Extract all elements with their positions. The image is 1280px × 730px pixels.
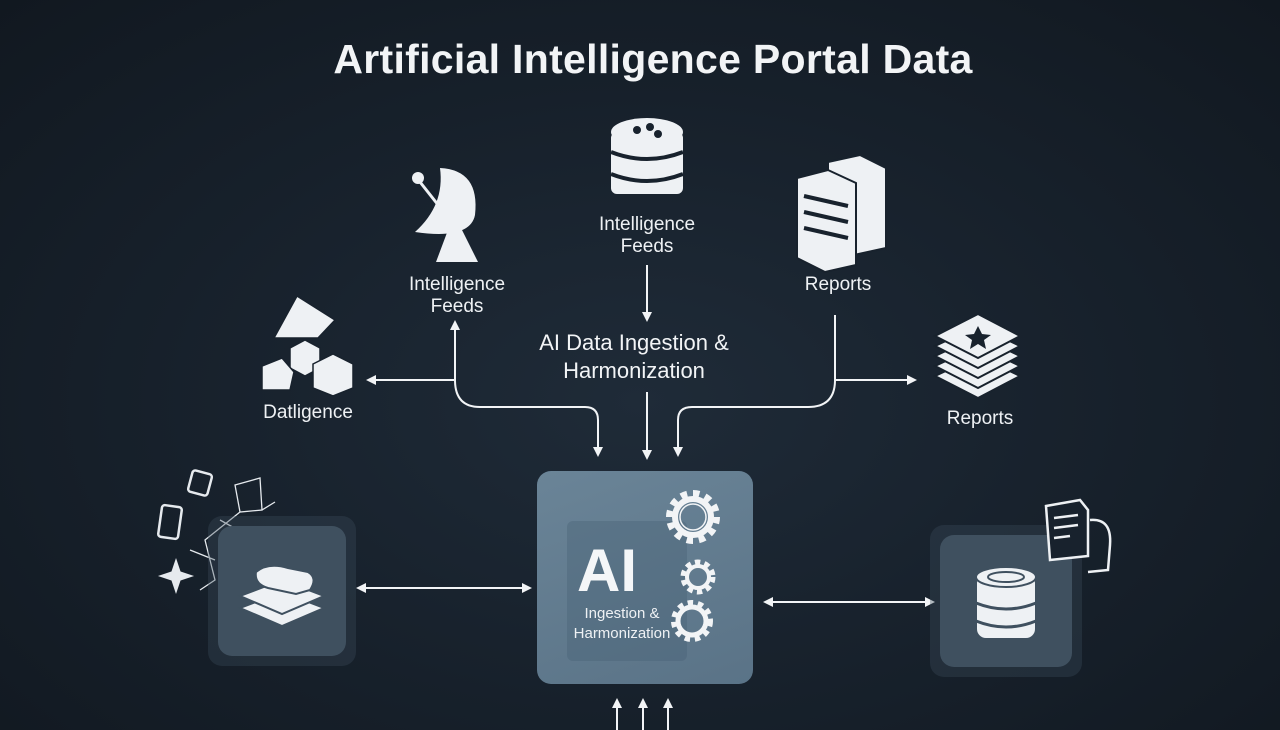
reports-label-right: Reports bbox=[946, 408, 1014, 429]
label-line: Feeds bbox=[620, 236, 674, 257]
core-caption: Ingestion & Harmonization bbox=[547, 604, 697, 644]
ai-core-node[interactable]: AI Ingestion & Harmonization bbox=[537, 471, 753, 684]
data-layers-node[interactable] bbox=[218, 526, 346, 656]
arrow-right-to-core bbox=[673, 315, 836, 457]
process-label: AI Data Ingestion & Harmonization bbox=[504, 329, 764, 385]
process-line: AI Data Ingestion & bbox=[539, 330, 729, 355]
datligence-label: Datligence bbox=[263, 402, 353, 423]
arrow-left-to-core bbox=[454, 379, 603, 457]
label-line: Intelligence bbox=[408, 274, 506, 295]
data-storage-node[interactable] bbox=[940, 535, 1072, 667]
database-feeds-label: Intelligence Feeds bbox=[577, 214, 717, 258]
core-caption-line: Ingestion & bbox=[584, 605, 660, 622]
reports-label-top: Reports bbox=[804, 274, 872, 295]
core-caption-line: Harmonization bbox=[573, 625, 671, 642]
gears-icon bbox=[666, 490, 720, 642]
label-line: Feeds bbox=[430, 296, 484, 317]
network-graph-icon bbox=[157, 469, 276, 595]
core-ai-text: AI bbox=[577, 537, 637, 604]
layers-icon bbox=[237, 564, 327, 628]
diagram-title: Artificial Intelligence Portal Data bbox=[333, 36, 973, 82]
coin-database-icon bbox=[975, 566, 1037, 640]
label-line: Intelligence bbox=[598, 214, 696, 235]
satellite-feeds-label: Intelligence Feeds bbox=[387, 274, 527, 318]
process-line: Harmonization bbox=[563, 358, 705, 383]
core-inner-panel bbox=[567, 521, 687, 661]
